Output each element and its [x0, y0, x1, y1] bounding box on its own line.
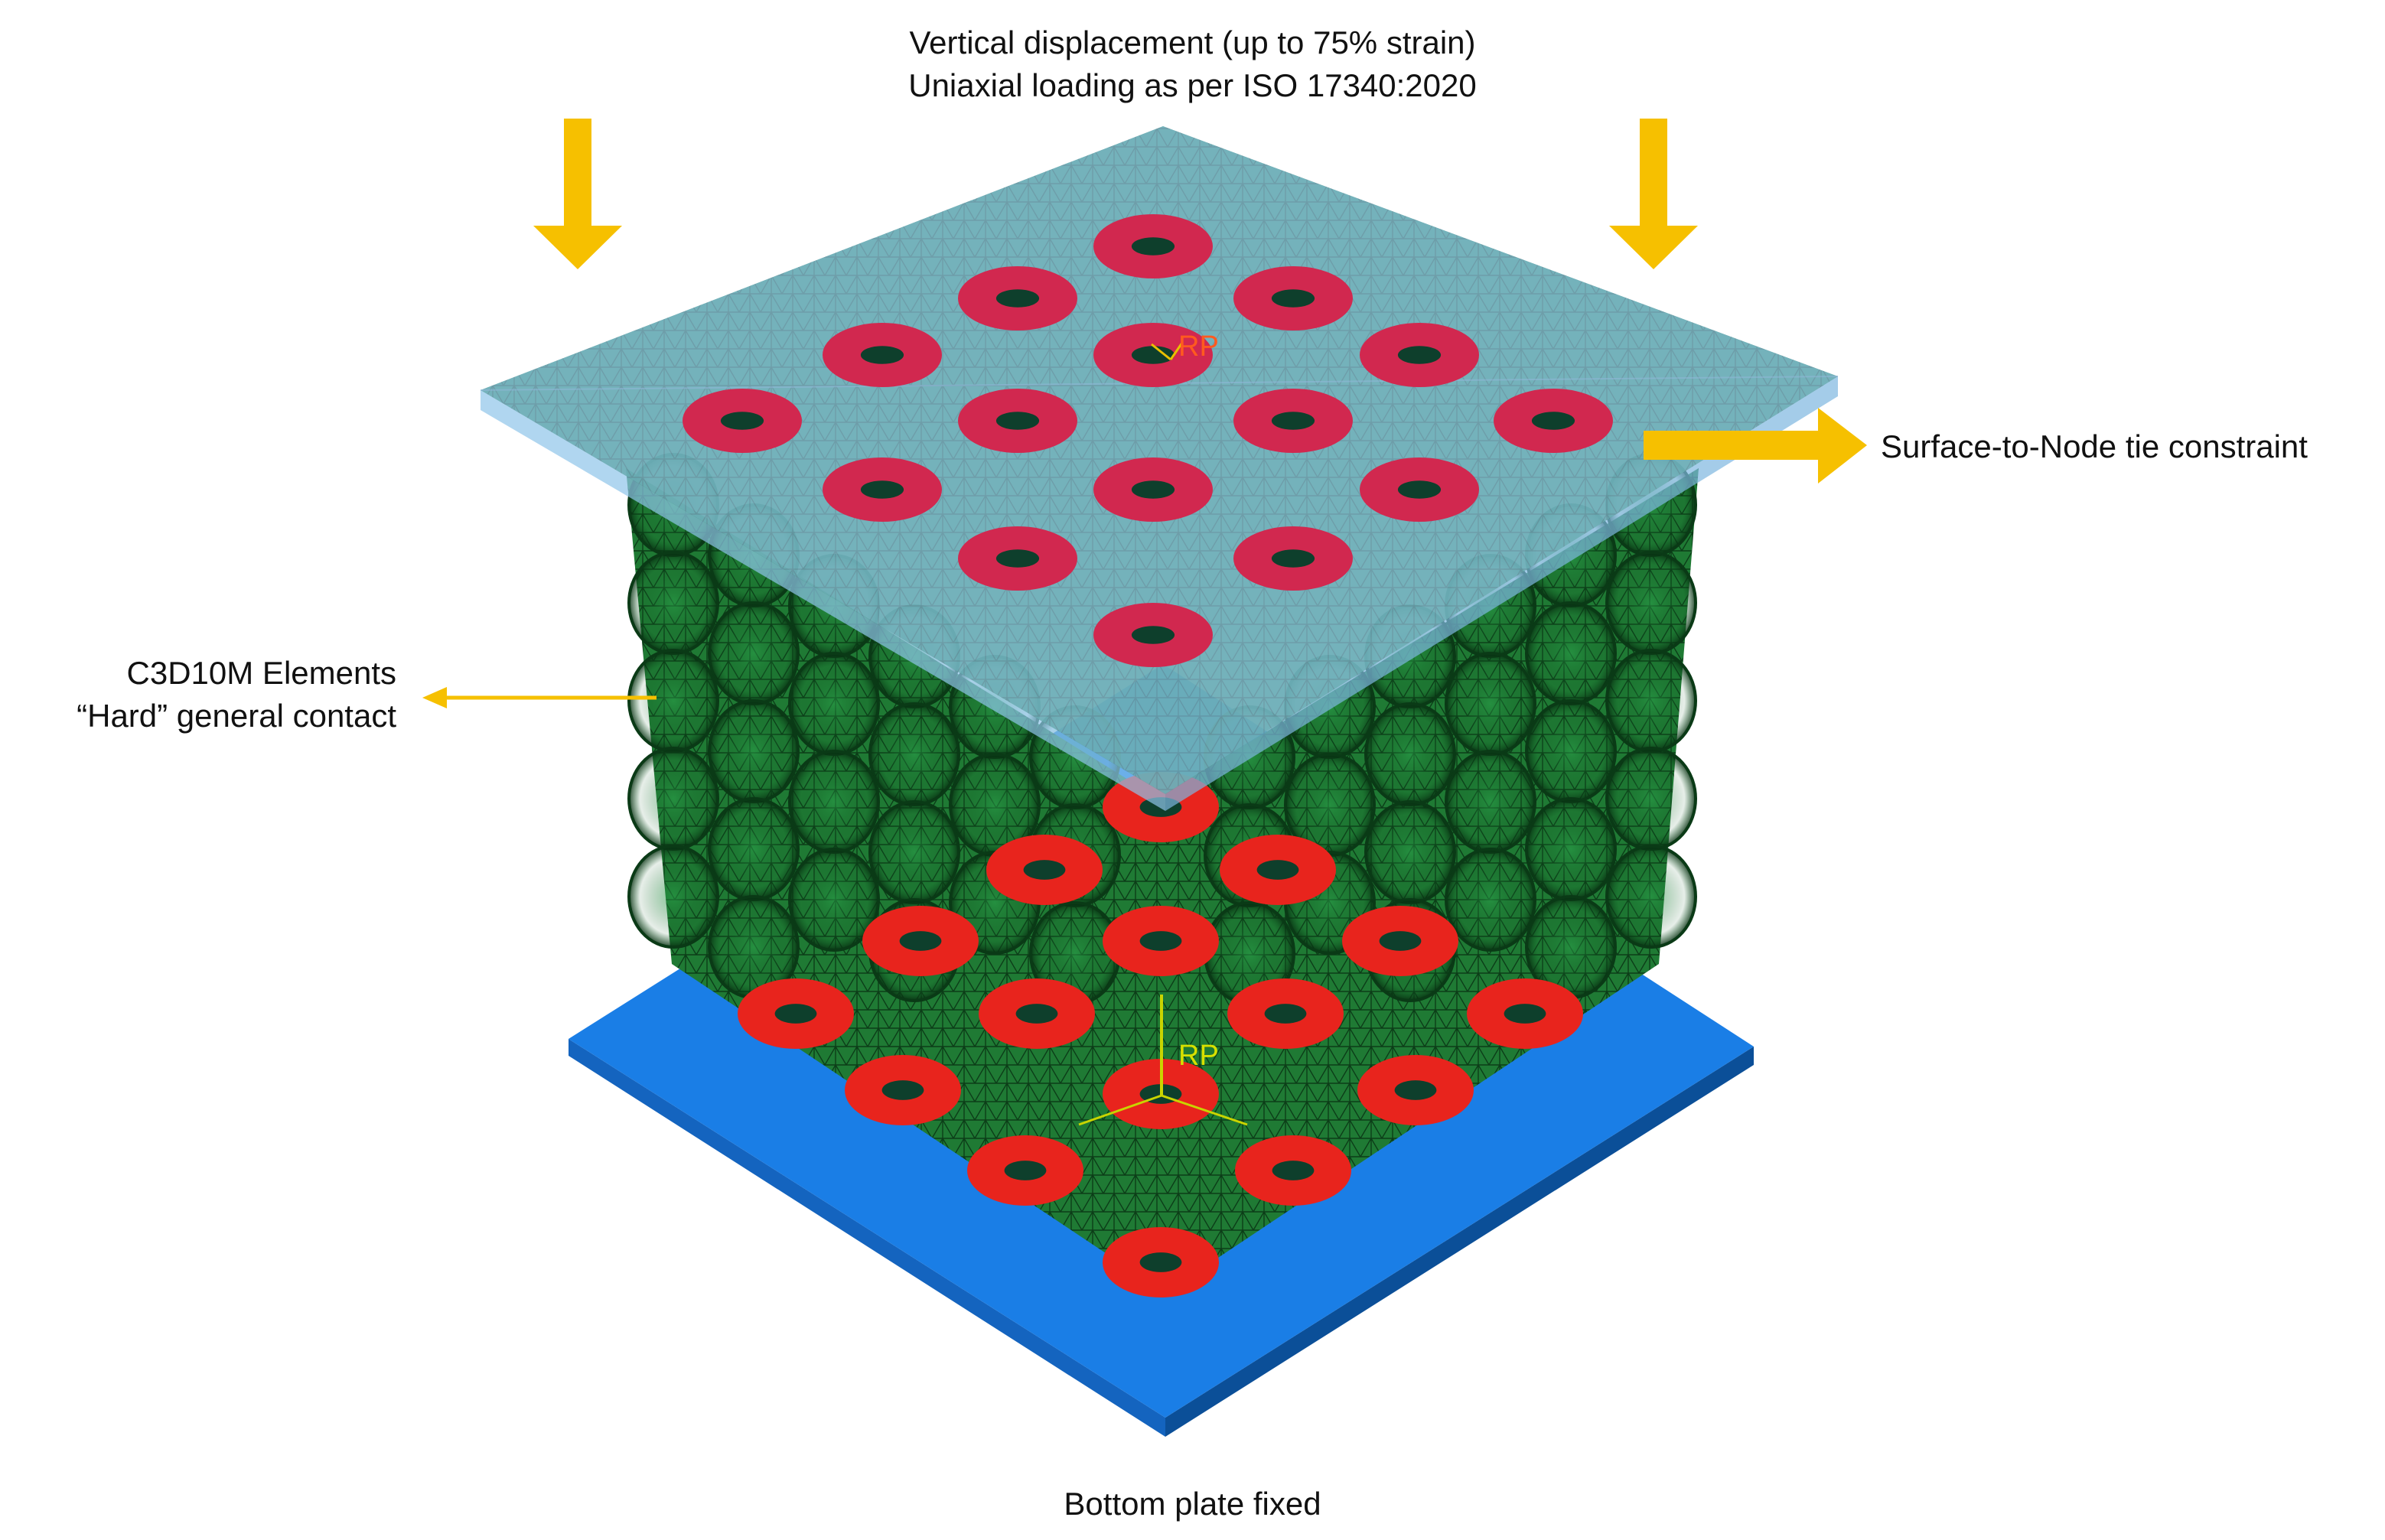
lattice-cell: [1525, 699, 1617, 803]
lattice-cell: [788, 652, 880, 756]
elements-caption: C3D10M Elements “Hard” general contact: [31, 652, 396, 737]
lattice-cell: [868, 800, 960, 904]
lattice-cell: [1605, 551, 1697, 655]
lattice-cell: [708, 797, 800, 901]
loading-caption-line1: Vertical displacement (up to 75% strain): [909, 24, 1476, 60]
tie-constraint-arrow: [1644, 408, 1867, 483]
bottom-plate-label: Bottom plate fixed: [1064, 1486, 1321, 1522]
contact-ring: [958, 389, 1077, 453]
lattice-cell: [627, 551, 719, 655]
load-arrow-left: [533, 119, 622, 269]
contact-ring: [1233, 389, 1353, 453]
contact-ring: [1093, 323, 1213, 387]
lattice-cell: [708, 601, 800, 705]
lattice-cell: [627, 845, 719, 949]
contact-ring: [862, 906, 979, 976]
contact-ring: [1103, 1227, 1219, 1297]
lattice-cell: [1445, 848, 1536, 952]
lattice-cell: [1605, 747, 1697, 851]
contact-ring: [958, 526, 1077, 591]
contact-ring: [967, 1135, 1083, 1206]
lattice-cell: [1605, 845, 1697, 949]
contact-ring: [986, 835, 1103, 905]
contact-ring: [958, 266, 1077, 330]
bottom-reference-point: RP: [1078, 995, 1248, 1126]
contact-ring: [1494, 389, 1613, 453]
top-contact-rings: [683, 214, 1613, 667]
elements-caption-line2: “Hard” general contact: [77, 698, 396, 734]
lattice-cell: [708, 699, 800, 803]
contact-ring: [823, 323, 942, 387]
contact-ring: [1233, 266, 1353, 330]
contact-ring: [1342, 906, 1458, 976]
elements-pointer-arrow: [422, 687, 657, 708]
contact-ring: [823, 457, 942, 522]
contact-ring: [1235, 1135, 1351, 1206]
contact-ring: [738, 978, 854, 1049]
loading-caption-line2: Uniaxial loading as per ISO 17340:2020: [908, 67, 1477, 103]
contact-ring: [1227, 978, 1344, 1049]
lattice-cell: [1525, 601, 1617, 705]
top-reference-point: RP: [1151, 330, 1219, 363]
contact-ring: [683, 389, 802, 453]
loading-caption: Vertical displacement (up to 75% strain)…: [0, 21, 2385, 107]
lattice-cell: [1445, 652, 1536, 756]
elements-caption-line1: C3D10M Elements: [126, 655, 396, 691]
rp-bottom-label: RP: [1178, 1040, 1219, 1072]
lattice-cell: [788, 750, 880, 854]
lattice-cell: [1525, 797, 1617, 901]
contact-ring: [1467, 978, 1583, 1049]
lattice-cell: [1364, 800, 1456, 904]
lattice-cell: [868, 702, 960, 806]
lattice-cell: [788, 848, 880, 952]
bottom-contact-rings: [738, 772, 1583, 1297]
contact-ring: [1360, 457, 1479, 522]
load-arrow-right: [1609, 119, 1698, 269]
lattice-cell: [1605, 649, 1697, 753]
contact-ring: [845, 1055, 961, 1125]
contact-ring: [1093, 457, 1213, 522]
contact-ring: [1093, 214, 1213, 278]
contact-ring: [979, 978, 1095, 1049]
lattice-cell: [1364, 702, 1456, 806]
contact-ring: [1093, 603, 1213, 667]
lattice-cell: [627, 649, 719, 753]
tie-constraint-label: Surface-to-Node tie constraint: [1881, 428, 2308, 464]
lattice-cell: [627, 747, 719, 851]
contact-ring: [1360, 323, 1479, 387]
contact-ring: [1220, 835, 1336, 905]
rp-top-label: RP: [1178, 330, 1219, 363]
contact-ring: [1103, 906, 1219, 976]
contact-ring: [1233, 526, 1353, 591]
lattice-cell: [1445, 750, 1536, 854]
contact-ring: [1357, 1055, 1474, 1125]
